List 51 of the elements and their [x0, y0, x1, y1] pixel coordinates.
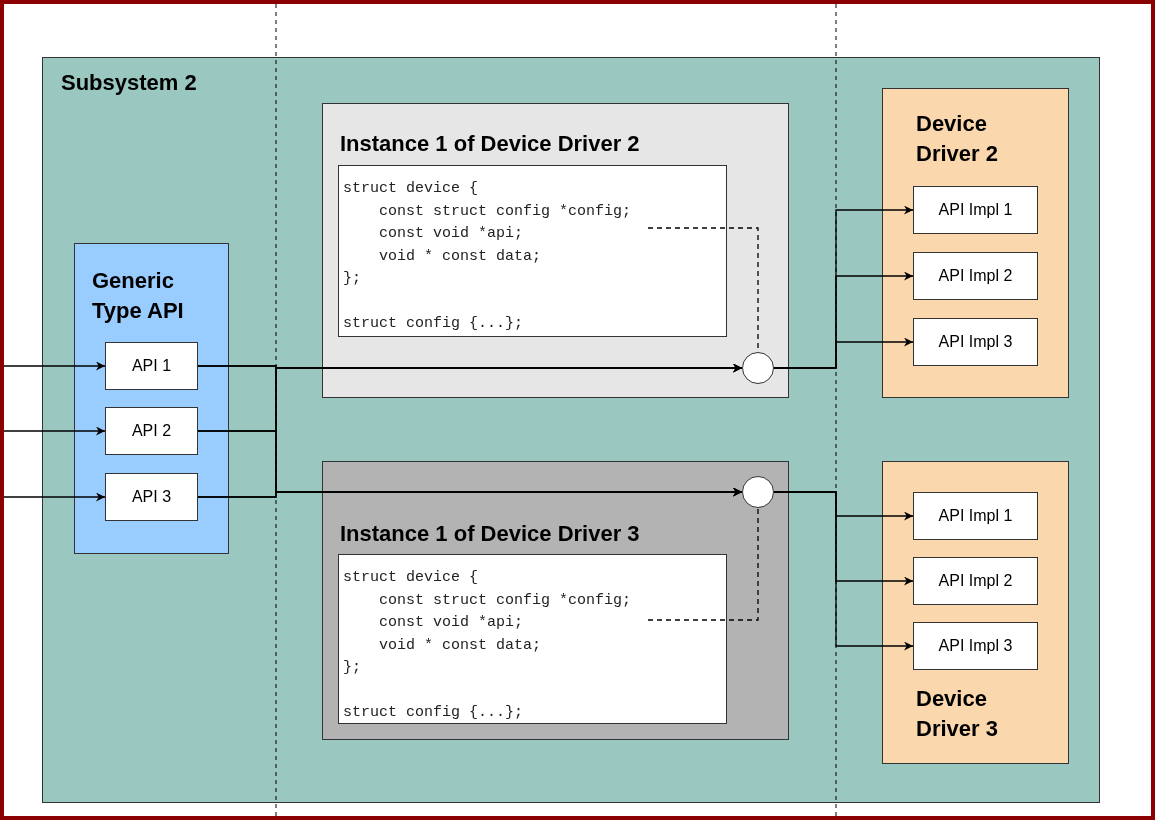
code-line: void * const data; [378, 246, 543, 267]
arrow [773, 491, 914, 651]
box-label: API Impl 1 [938, 200, 1013, 220]
arrow [3, 426, 106, 436]
api-box [105, 342, 198, 390]
arrow [773, 337, 914, 369]
code-line: void * const data; [378, 635, 543, 656]
api-panel [74, 243, 229, 554]
box-label: API Impl 2 [938, 266, 1013, 286]
code-box [338, 554, 727, 724]
api-impl-box [913, 186, 1038, 234]
group-title: Device Driver 3 [916, 685, 999, 743]
box-label: API Impl 1 [938, 506, 1013, 526]
arrow [3, 492, 106, 502]
group-title: Instance 1 of Device Driver 3 [340, 520, 641, 548]
code-line: const void *api; [378, 613, 525, 633]
api-impl-box [913, 622, 1038, 670]
box-label: API Impl 3 [938, 636, 1013, 656]
group-title: Subsystem 2 [61, 69, 198, 97]
code-line: struct device { [343, 568, 480, 588]
driver-panel [882, 88, 1069, 398]
arrow [3, 361, 106, 371]
code-line: struct config {...}; [343, 313, 525, 334]
box-label: API Impl 3 [938, 332, 1013, 352]
instance-panel [322, 461, 789, 740]
box-label: API 1 [131, 356, 172, 376]
driver-panel [882, 461, 1069, 764]
group-title: Generic Type API [92, 267, 185, 325]
api-impl-box [913, 492, 1038, 540]
box-label: API Impl 2 [938, 571, 1013, 591]
code-line: struct config {...}; [343, 702, 525, 723]
code-line: struct device { [343, 179, 480, 199]
subsystem-panel [42, 57, 1100, 803]
code-line: }; [343, 658, 362, 678]
group-title: Instance 1 of Device Driver 2 [340, 130, 641, 158]
box-label: API 2 [131, 421, 172, 441]
box-label: API 3 [131, 487, 172, 507]
code-line: const struct config *config; [378, 590, 632, 611]
group-title: Device Driver 2 [916, 110, 999, 168]
api-box [105, 407, 198, 455]
arrow [197, 487, 743, 498]
code-line: const struct config *config; [378, 201, 632, 222]
api-impl-box [913, 252, 1038, 300]
code-box [338, 165, 727, 337]
api-impl-box [913, 557, 1038, 605]
api-box [105, 473, 198, 521]
code-line: }; [343, 269, 362, 289]
api-impl-box [913, 318, 1038, 366]
dashed-connector [647, 507, 759, 621]
code-line: const void *api; [378, 224, 525, 244]
instance-panel [322, 103, 789, 398]
